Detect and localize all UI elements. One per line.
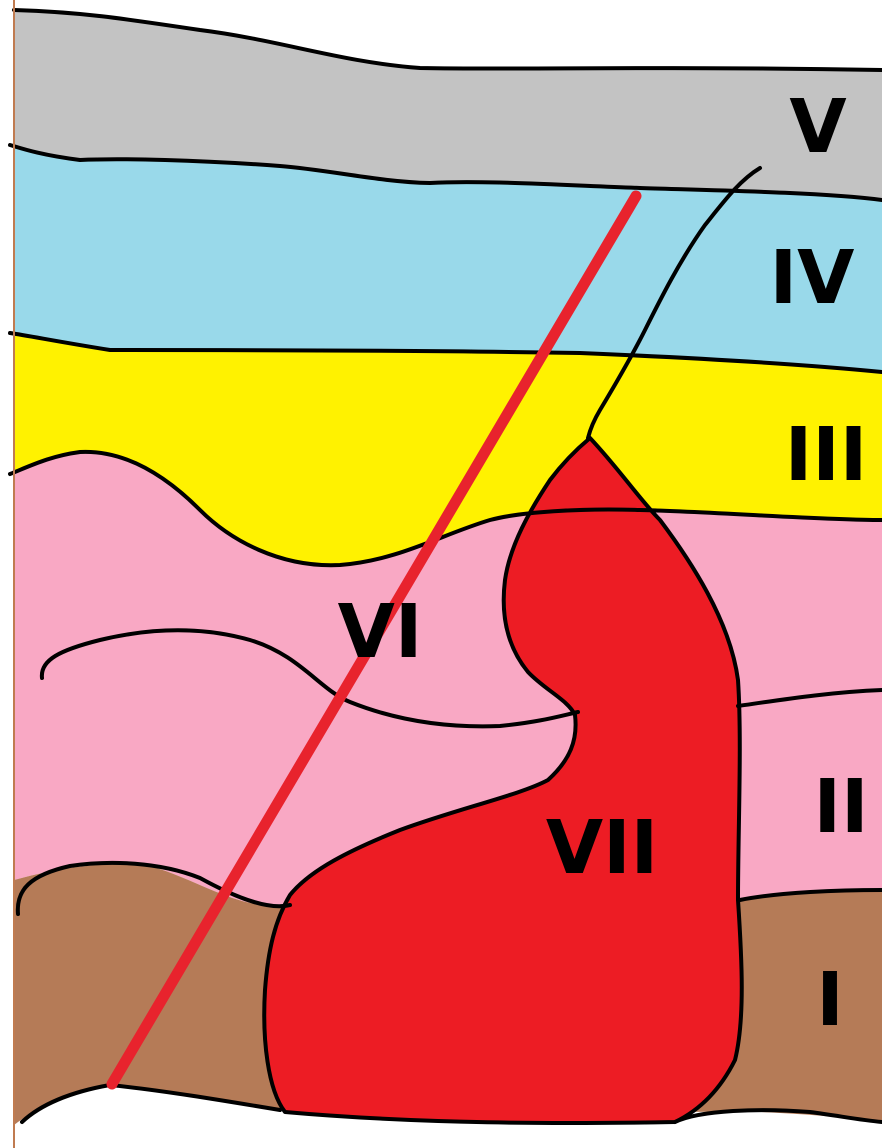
label-layer-iii: III (785, 412, 868, 498)
label-layer-iv: IV (770, 235, 855, 321)
label-layer-i: I (816, 957, 844, 1043)
label-layer-v: V (789, 84, 846, 170)
label-layer-vii: VII (546, 805, 658, 891)
label-layer-ii: II (813, 764, 868, 850)
label-layer-vi: VI (338, 589, 423, 675)
